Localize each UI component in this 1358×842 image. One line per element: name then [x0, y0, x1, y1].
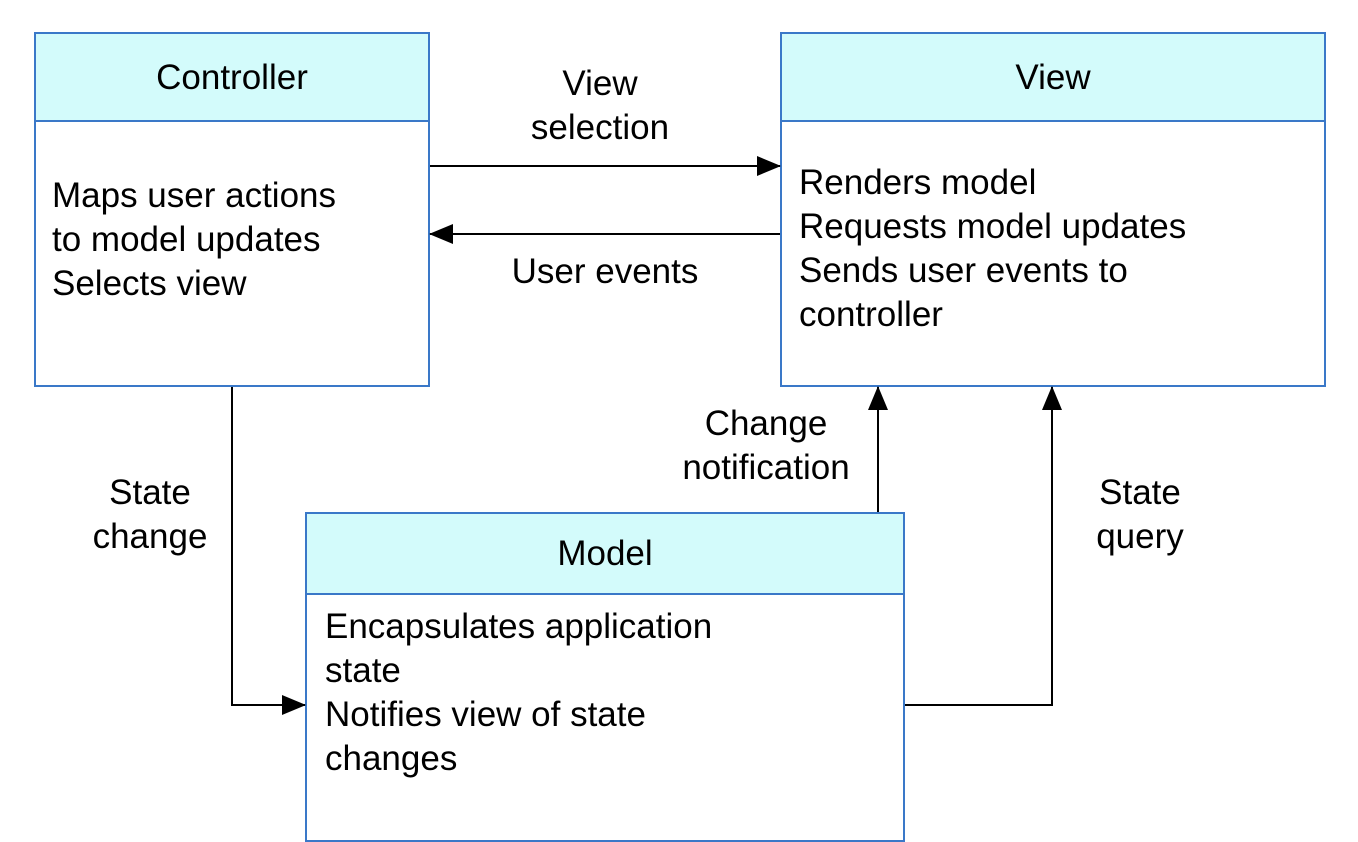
state-query-label: State query [1070, 471, 1210, 559]
view-line-3: Sends user events to [799, 251, 1128, 290]
view-body: Renders model Requests model updates Sen… [782, 122, 1324, 337]
view-title: View [1015, 57, 1091, 97]
model-title: Model [557, 534, 653, 573]
view-selection-label-line-2: selection [530, 108, 670, 147]
view-selection-label: View selection [500, 62, 700, 150]
model-header: Model [307, 514, 903, 595]
model-box: Model Encapsulates application state Not… [305, 512, 905, 842]
view-line-4: controller [799, 295, 943, 334]
view-line-2: Requests model updates [799, 207, 1187, 246]
state-change-label: State change [72, 471, 228, 559]
view-box: View Renders model Requests model update… [780, 32, 1326, 387]
controller-header: Controller [36, 34, 428, 122]
user-events-label: User events [480, 250, 730, 294]
change-notification-label-line-1: Change [704, 404, 828, 443]
user-events-label-line-1: User events [511, 252, 699, 291]
state-query-label-line-1: State [1099, 473, 1181, 512]
view-line-1: Renders model [799, 163, 1037, 202]
model-line-1: Encapsulates application [325, 607, 713, 646]
connector-layer [231, 156, 1062, 715]
controller-line-2: to model updates [52, 220, 321, 259]
controller-body: Maps user actions to model updates Selec… [36, 122, 428, 306]
change-notification-label: Change notification [656, 402, 876, 490]
controller-line-1: Maps user actions [52, 176, 337, 215]
view-selection-label-line-1: View [562, 64, 638, 103]
controller-line-3: Selects view [52, 264, 247, 303]
change-notification-label-line-2: notification [682, 448, 850, 487]
state-change-arrow [231, 387, 306, 715]
controller-title: Controller [156, 57, 308, 97]
state-change-label-line-1: State [109, 473, 191, 512]
model-body: Encapsulates application state Notifies … [307, 595, 903, 781]
model-line-4: changes [325, 739, 458, 778]
view-header: View [782, 34, 1324, 122]
model-line-2: state [325, 651, 401, 690]
state-change-label-line-2: change [92, 517, 208, 556]
controller-box: Controller Maps user actions to model up… [34, 32, 430, 387]
state-query-label-line-2: query [1096, 517, 1184, 556]
state-query-arrow [905, 386, 1062, 706]
model-line-3: Notifies view of state [325, 695, 646, 734]
